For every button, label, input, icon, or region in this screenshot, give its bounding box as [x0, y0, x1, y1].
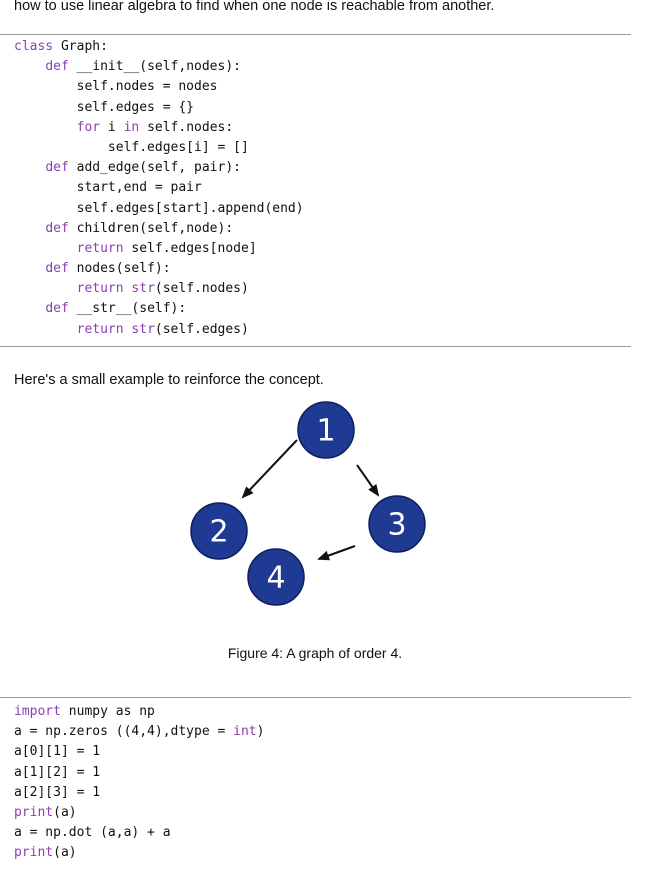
node-label: 4 — [266, 561, 285, 596]
numpy-code-line: print(a) — [14, 803, 264, 823]
code-text: a = np.dot (a,a) + a — [14, 825, 171, 841]
code-keyword: int — [233, 724, 257, 740]
code-text: self.edges[node] — [123, 240, 257, 256]
numpy-code-line: print(a) — [14, 843, 264, 863]
node-label: 1 — [316, 414, 335, 449]
code-keyword: def — [45, 261, 69, 277]
class-code-line: self.nodes = nodes — [14, 77, 304, 97]
numpy-code-line: a[0][1] = 1 — [14, 742, 264, 762]
node-label: 3 — [387, 508, 406, 543]
code-text: self.nodes = nodes — [14, 79, 218, 95]
figure-caption: Figure 4: A graph of order 4. — [227, 645, 403, 661]
code-text: __init__(self,nodes): — [68, 59, 241, 75]
edge-1-to-2 — [241, 439, 298, 499]
class-code-line: def nodes(self): — [14, 259, 304, 279]
code-bottom-rule — [0, 346, 631, 347]
code-text: numpy as np — [60, 704, 155, 719]
code-text: nodes(self): — [68, 261, 171, 277]
class-code-line: def add_edge(self, pair): — [14, 158, 304, 178]
code-text: self.edges[i] = [] — [14, 139, 249, 155]
code-keyword: def — [45, 160, 69, 176]
code-text — [14, 301, 45, 316]
node-label: 2 — [209, 515, 228, 550]
numpy-code-line: a[1][2] = 1 — [14, 763, 264, 783]
graph-class-code-block: class Graph: def __init__(self,nodes): s… — [14, 37, 304, 340]
graph-node-1: 1 — [297, 401, 355, 459]
code-text: start,end = pair — [14, 180, 202, 196]
code-text — [14, 241, 77, 256]
code-text — [14, 160, 45, 175]
code-keyword: def — [45, 59, 69, 75]
code-keyword: def — [45, 220, 69, 236]
code-keyword: def — [45, 301, 69, 317]
code-text: add_edge(self, pair): — [68, 160, 241, 176]
code-text: a = np.zeros ((4,4),dtype = — [14, 724, 234, 740]
class-code-line: def __str__(self): — [14, 299, 304, 319]
node-circle — [247, 548, 305, 606]
code-text: a[2][3] = 1 — [14, 784, 101, 800]
class-code-line: return str(self.edges) — [14, 320, 304, 340]
numpy-code-line: a[2][3] = 1 — [14, 783, 264, 803]
code-keyword: print — [14, 804, 54, 820]
numpy-code-line: a = np.dot (a,a) + a — [14, 823, 264, 843]
numpy-code-line: import numpy as np — [14, 702, 264, 722]
code-text — [14, 59, 45, 74]
edge-3-to-4 — [317, 545, 356, 561]
node-circle — [190, 502, 248, 560]
class-code-line: def __init__(self,nodes): — [14, 57, 304, 77]
code-keyword: return — [76, 321, 124, 337]
code-keyword: in — [123, 119, 140, 135]
code-text: self.nodes: — [139, 119, 234, 135]
edge-1-to-3 — [356, 464, 380, 497]
code-text — [14, 261, 45, 276]
intro-text: how to use linear algebra to find when o… — [14, 0, 495, 14]
code-keyword: return — [76, 240, 124, 256]
code-text: (self.nodes) — [154, 281, 249, 297]
graph-node-2: 2 — [190, 502, 248, 560]
node-circle — [368, 495, 426, 553]
code-text — [14, 221, 45, 236]
code-keyword: return — [76, 281, 124, 297]
code-text: children(self,node): — [68, 220, 234, 236]
code-text — [14, 281, 77, 296]
code-text: (a) — [53, 804, 77, 820]
class-code-line: class Graph: — [14, 37, 304, 57]
code-keyword: for — [76, 119, 101, 135]
code-text: (a) — [53, 845, 77, 861]
code-keyword: str — [131, 281, 155, 297]
class-code-line: self.edges[i] = [] — [14, 138, 304, 158]
code-text: __str__(self): — [68, 301, 187, 317]
class-code-line: self.edges[start].append(end) — [14, 199, 304, 219]
class-code-line: return str(self.nodes) — [14, 279, 304, 299]
class-code-line: start,end = pair — [14, 178, 304, 198]
example-text: Here's a small example to reinforce the … — [14, 372, 324, 388]
code-text: self.edges = {} — [14, 99, 195, 115]
code-keyword: print — [14, 845, 54, 861]
graph-node-4: 4 — [247, 548, 305, 606]
code-text: a[0][1] = 1 — [14, 744, 101, 760]
code-text: i — [100, 119, 124, 135]
class-code-line: return self.edges[node] — [14, 239, 304, 259]
graph-node-3: 3 — [368, 495, 426, 553]
numpy-code-top-rule — [0, 697, 631, 698]
code-text: a[1][2] = 1 — [14, 764, 101, 780]
graph-figure: 1 2 3 4 — [190, 401, 426, 606]
class-code-line: for i in self.nodes: — [14, 118, 304, 138]
code-text: Graph: — [53, 39, 108, 54]
node-circle — [297, 401, 355, 459]
class-code-line: self.edges = {} — [14, 98, 304, 118]
code-text — [14, 120, 77, 135]
code-text: self.edges[start].append(end) — [14, 200, 304, 216]
code-keyword: str — [131, 321, 155, 337]
code-keyword: import — [14, 704, 61, 719]
code-keyword: class — [14, 39, 54, 54]
numpy-code-line: a = np.zeros ((4,4),dtype = int) — [14, 722, 264, 742]
class-code-line: def children(self,node): — [14, 219, 304, 239]
code-text: (self.edges) — [154, 321, 249, 337]
code-text: ) — [256, 724, 265, 740]
code-top-rule — [0, 34, 631, 35]
code-text — [14, 322, 77, 337]
